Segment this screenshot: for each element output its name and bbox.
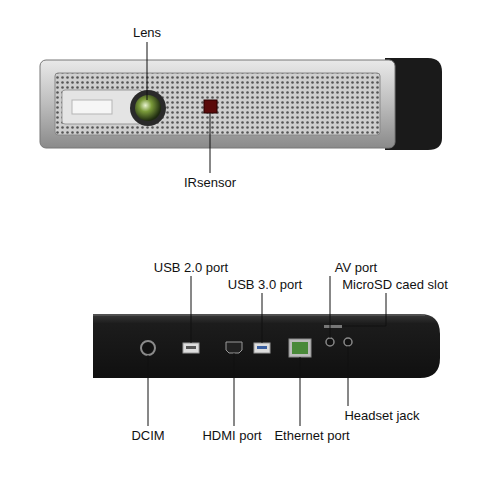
part-label: USB 3.0 port [228,278,302,292]
part-label: AV port [335,261,377,275]
leader-line [342,293,386,326]
headset-jack [344,338,352,346]
rear-edge [93,315,425,316]
leader-line [348,346,349,406]
part-label: HDMI port [202,429,261,443]
ir-sensor [204,100,217,113]
ethernet-port [289,339,311,357]
part-label: Ethernet port [274,429,349,443]
warning-sticker [72,100,112,114]
leader-line [330,276,331,338]
leader-line [191,276,192,343]
leader-line [234,353,235,426]
usb-port [254,343,270,353]
leader-line [147,42,148,100]
lens-glass [135,95,161,121]
part-label: IRsensor [184,176,236,190]
leader-line [148,355,149,426]
part-label: Headset jack [344,409,419,423]
speaker-grille [55,73,380,135]
projector-rear [93,314,440,378]
leader-line [210,113,211,173]
part-label: MicroSD caed slot [342,278,447,292]
dc-jack [141,341,155,355]
microsd-slot [324,325,342,328]
lens-ring [130,90,166,126]
part-label: DCIM [131,429,164,443]
av-jack [326,338,334,346]
leader-line [300,357,301,426]
part-label: Lens [133,26,161,40]
usb-tongue [186,346,196,349]
hdmi-port [226,342,242,353]
leader-line [262,293,263,343]
part-label: USB 2.0 port [154,261,228,275]
ethernet-socket [292,342,308,354]
usb-tongue [257,346,267,349]
lens-module [62,90,142,124]
usb-port [183,343,199,353]
projector-front [40,60,395,148]
